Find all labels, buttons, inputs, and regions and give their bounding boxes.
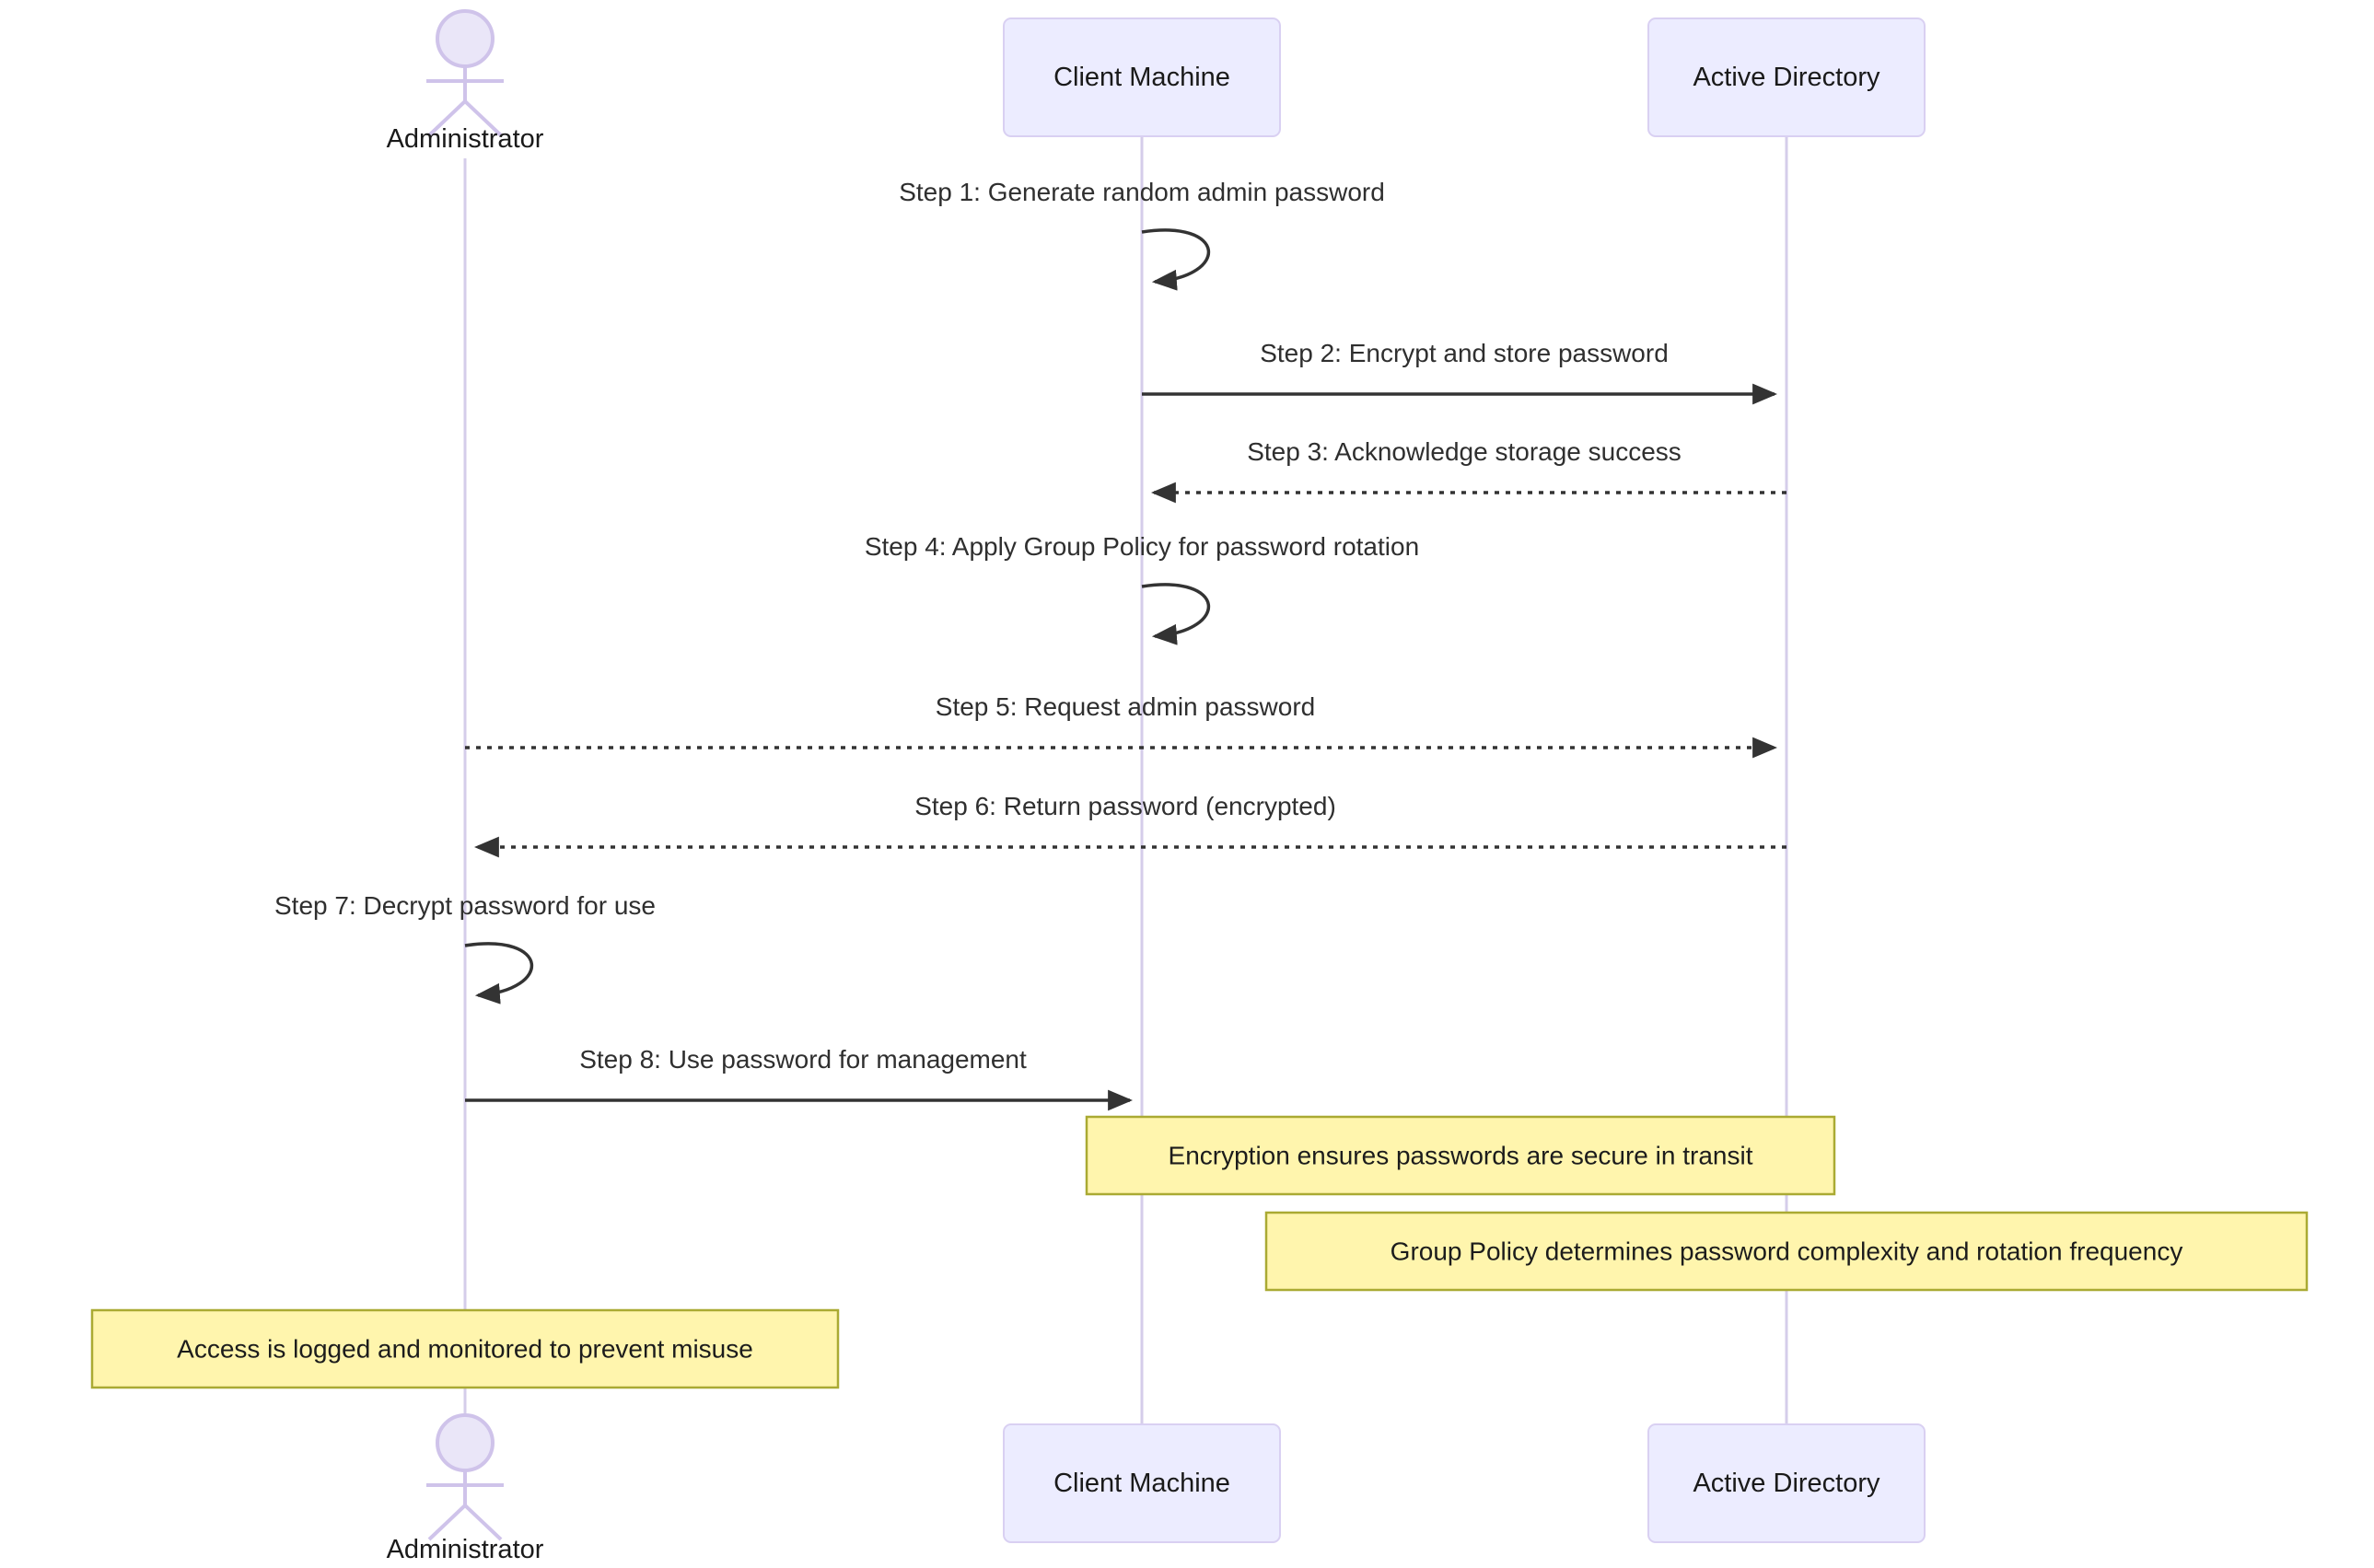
note-label: Group Policy determines password complex… [1391, 1237, 2183, 1266]
note-encryption: Encryption ensures passwords are secure … [1085, 1115, 1836, 1196]
actor-leg-right-icon [463, 99, 503, 137]
participant-rect [1647, 17, 1926, 137]
note-label: Encryption ensures passwords are secure … [1169, 1142, 1753, 1170]
participant-box-active-directory-top: Active Directory [1647, 17, 1926, 137]
participant-box-client-machine-top: Client Machine [1003, 17, 1281, 137]
note-box [1264, 1211, 2309, 1292]
actor-label: Administrator [387, 124, 544, 154]
message-label: Step 2: Encrypt and store password [1260, 339, 1669, 367]
participant-box-active-directory-bottom: Active Directory [1647, 1423, 1926, 1543]
message-label: Step 6: Return password (encrypted) [914, 792, 1336, 820]
message-label: Step 5: Request admin password [936, 692, 1315, 721]
note-group-policy: Group Policy determines password complex… [1264, 1211, 2309, 1292]
message-label: Step 8: Use password for management [579, 1045, 1027, 1074]
note-access-logging: Access is logged and monitored to preven… [90, 1308, 840, 1389]
note-box [1085, 1115, 1836, 1196]
actor-head-icon [436, 1413, 495, 1472]
participant-rect [1003, 1423, 1281, 1543]
message-label: Step 1: Generate random admin password [899, 178, 1385, 206]
participant-rect [1647, 1423, 1926, 1543]
actor-leg-right-icon [463, 1504, 503, 1541]
participant-label: Active Directory [1693, 63, 1880, 92]
message-label: Step 3: Acknowledge storage success [1247, 437, 1682, 466]
participant-label: Active Directory [1693, 1469, 1880, 1498]
message-label: Step 4: Apply Group Policy for password … [865, 532, 1419, 561]
message-self-arrow [464, 942, 533, 1005]
message-self-arrow [1141, 583, 1210, 645]
message-self-arrow [1141, 228, 1210, 291]
note-label: Access is logged and monitored to preven… [177, 1335, 753, 1364]
actor-label: Administrator [387, 1535, 544, 1563]
message-label: Step 7: Decrypt password for use [274, 891, 656, 920]
participant-rect [1003, 17, 1281, 137]
actor-leg-left-icon [427, 1504, 467, 1541]
actor-administrator-bottom: Administrator [387, 1413, 544, 1564]
note-box [90, 1308, 840, 1389]
actor-leg-left-icon [427, 99, 467, 137]
participant-label: Client Machine [1053, 63, 1230, 92]
actor-head-icon [436, 9, 495, 68]
participant-box-client-machine-bottom: Client Machine [1003, 1423, 1281, 1543]
actor-administrator-top: Administrator [387, 9, 544, 154]
participant-label: Client Machine [1053, 1469, 1230, 1498]
